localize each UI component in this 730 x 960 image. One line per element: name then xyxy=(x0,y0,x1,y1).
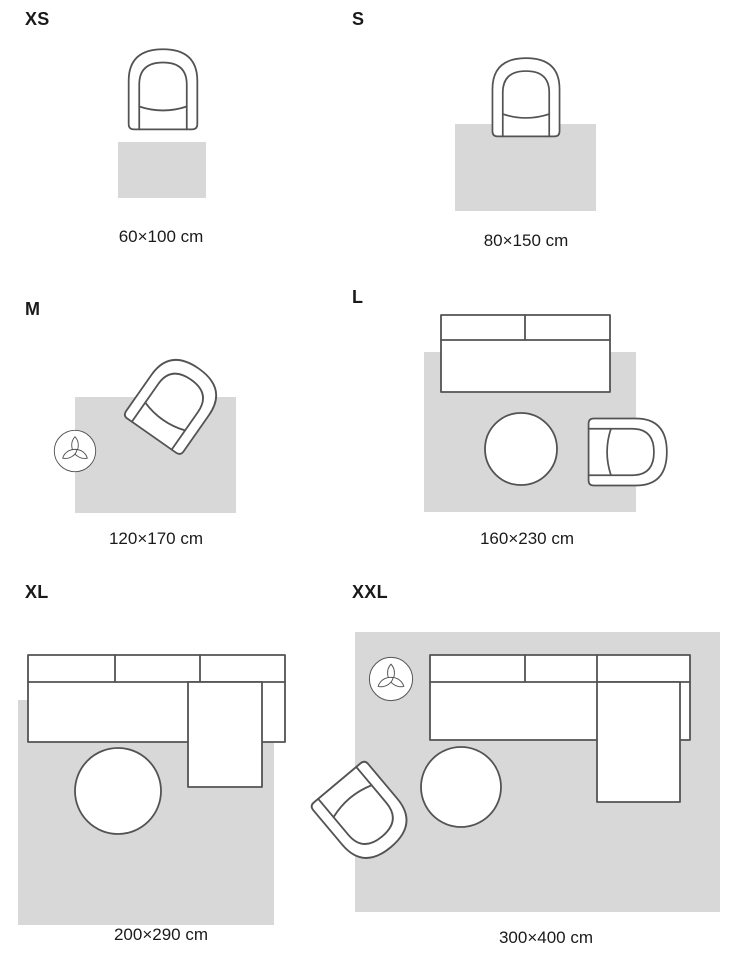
size-label-xl: XL xyxy=(25,582,49,602)
dimension-label-xs: 60×100 cm xyxy=(118,227,204,246)
size-label-xxl: XXL xyxy=(352,582,388,602)
size-label-s: S xyxy=(352,9,365,29)
coffee-table-icon xyxy=(74,747,162,835)
dimension-label-xl: 200×290 cm xyxy=(113,925,209,944)
size-label-l: L xyxy=(352,287,364,307)
sectional-sofa-icon xyxy=(429,654,691,803)
plant-icon xyxy=(368,656,414,702)
rug-s xyxy=(455,124,596,211)
armchair-icon xyxy=(127,48,199,131)
armchair-icon xyxy=(587,417,668,487)
coffee-table-icon xyxy=(484,412,558,486)
armchair-icon xyxy=(491,57,561,138)
plant-icon xyxy=(53,429,97,473)
illustration-xxl xyxy=(308,632,720,912)
coffee-table-icon xyxy=(420,746,502,828)
illustration-xs xyxy=(118,48,206,198)
sectional-sofa-icon xyxy=(27,654,286,788)
size-label-xs: XS xyxy=(25,9,50,29)
illustration-m xyxy=(53,347,236,513)
rug-xs xyxy=(118,142,206,198)
dimension-label-l: 160×230 cm xyxy=(479,529,575,548)
dimension-label-xxl: 300×400 cm xyxy=(498,928,594,947)
sofa-icon xyxy=(440,314,611,393)
illustration-xl xyxy=(18,654,286,925)
illustration-s xyxy=(455,57,596,211)
dimension-label-m: 120×170 cm xyxy=(108,529,204,548)
dimension-label-s: 80×150 cm xyxy=(483,231,569,250)
size-label-m: M xyxy=(25,299,41,319)
illustration-l xyxy=(424,314,668,512)
